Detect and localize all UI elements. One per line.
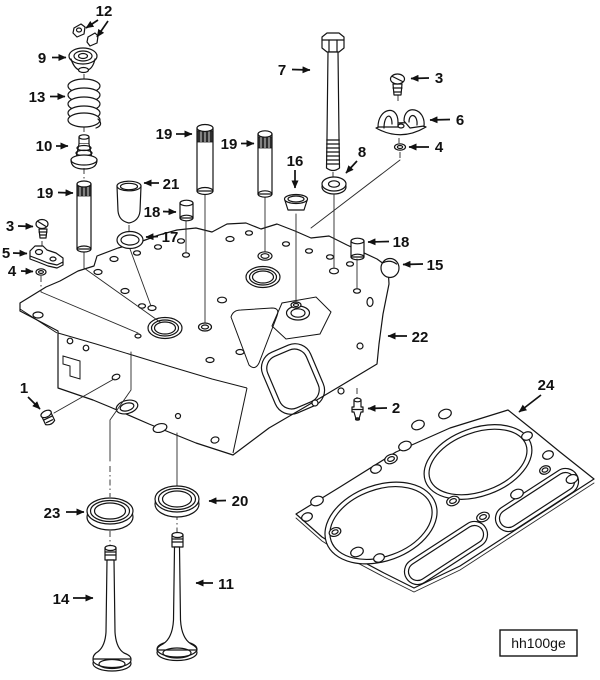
callout-13: 13: [29, 89, 66, 106]
svg-text:1: 1: [20, 380, 28, 397]
svg-text:17: 17: [162, 229, 179, 246]
callout-24: 24: [518, 377, 555, 413]
callout-14: 14: [53, 591, 94, 608]
callout-5: 5: [2, 245, 28, 262]
valve-stem-seal: [70, 134, 98, 170]
callout-22: 22: [387, 329, 429, 346]
svg-text:19: 19: [156, 126, 173, 143]
svg-text:7: 7: [278, 62, 286, 79]
callout-19-left: 19: [37, 185, 74, 202]
retainer-plate: [29, 245, 64, 269]
callout-9: 9: [38, 50, 67, 67]
svg-text:19: 19: [37, 185, 54, 202]
svg-text:18: 18: [144, 204, 161, 221]
valve-seat-insert-16: [283, 193, 309, 211]
svg-text:22: 22: [412, 329, 429, 346]
callout-11: 11: [195, 576, 234, 593]
callout-8: 8: [345, 144, 366, 174]
leader-lines: [40, 74, 401, 546]
plug-1: [40, 409, 56, 426]
svg-text:12: 12: [96, 3, 113, 20]
svg-text:3: 3: [435, 70, 443, 87]
valve-collets: [72, 23, 99, 47]
callout-3-left: 3: [6, 218, 34, 235]
head-gasket: [295, 408, 595, 593]
valve-guide-middle-left: [196, 123, 214, 196]
valve-14: [92, 544, 132, 672]
head-bore-right: [245, 265, 281, 289]
cup-plug-small: [380, 257, 400, 279]
svg-text:23: 23: [44, 505, 61, 522]
svg-text:21: 21: [163, 176, 180, 193]
callout-19-middle: 19: [156, 126, 193, 143]
head-bolt: [321, 32, 345, 172]
fitting-2: [351, 397, 364, 421]
svg-text:20: 20: [232, 493, 249, 510]
svg-text:2: 2: [392, 400, 400, 417]
callout-16: 16: [287, 153, 304, 189]
bolt-washer: [321, 176, 347, 195]
callouts: 12 9 13 10 19 3 5 4: [2, 3, 555, 608]
svg-text:18: 18: [393, 234, 410, 251]
injector-bore-pad: [271, 296, 332, 340]
svg-text:8: 8: [358, 144, 366, 161]
svg-text:3: 3: [6, 218, 14, 235]
callout-18-left: 18: [144, 204, 177, 221]
callout-7: 7: [278, 62, 311, 79]
cylinder-head: [19, 222, 390, 456]
callout-4-left: 4: [8, 263, 34, 280]
pipe-plug-left: [179, 199, 194, 222]
svg-text:11: 11: [218, 576, 234, 593]
head-bore-left: [147, 316, 183, 340]
callout-12: 12: [85, 3, 113, 38]
head-side-window: [260, 343, 326, 415]
svg-text:19: 19: [221, 136, 238, 153]
callout-4-right: 4: [408, 139, 444, 156]
o-ring-small-left: [35, 268, 47, 276]
spring-retainer: [68, 47, 98, 74]
svg-text:4: 4: [8, 263, 17, 280]
svg-text:13: 13: [29, 89, 46, 106]
svg-text:10: 10: [36, 138, 53, 155]
svg-text:9: 9: [38, 50, 46, 67]
figure-code-text: hh100ge: [511, 635, 566, 651]
clamp-screw-right: [389, 73, 406, 96]
svg-text:4: 4: [435, 139, 444, 156]
svg-text:15: 15: [427, 257, 444, 274]
callout-18-right: 18: [367, 234, 410, 251]
cup-plug-large: [116, 180, 142, 224]
gasket-bolt-holes: [301, 408, 579, 563]
valve-spring: [67, 78, 102, 129]
callout-1: 1: [20, 380, 41, 410]
callout-19-right: 19: [221, 136, 255, 153]
callout-17: 17: [145, 229, 179, 246]
callout-21: 21: [143, 176, 180, 193]
valve-guide-left: [76, 180, 92, 253]
figure-code-box: hh100ge: [499, 629, 578, 657]
svg-text:5: 5: [2, 245, 10, 262]
o-ring-small-right: [393, 143, 407, 151]
callout-20: 20: [208, 493, 249, 510]
callout-15: 15: [402, 257, 444, 274]
pipe-plug-right: [350, 237, 365, 261]
svg-text:14: 14: [53, 591, 70, 608]
callout-23: 23: [44, 505, 85, 522]
gasket-slot-left: [403, 520, 489, 586]
callout-3-right: 3: [410, 70, 443, 87]
valve-seat-ring-20: [154, 485, 200, 518]
valve-seat-ring-23: [86, 497, 134, 531]
head-top-holes: [32, 230, 355, 364]
valve-11: [156, 531, 198, 662]
svg-text:6: 6: [456, 112, 464, 129]
callout-6: 6: [429, 112, 464, 129]
svg-text:16: 16: [287, 153, 304, 170]
valve-guide-middle-right: [257, 130, 273, 198]
svg-text:24: 24: [538, 377, 555, 394]
callout-10: 10: [36, 138, 69, 155]
o-ring-17: [116, 230, 144, 250]
callout-2: 2: [367, 400, 400, 417]
injector-clamp: [375, 109, 427, 136]
set-screw-left: [35, 218, 49, 239]
